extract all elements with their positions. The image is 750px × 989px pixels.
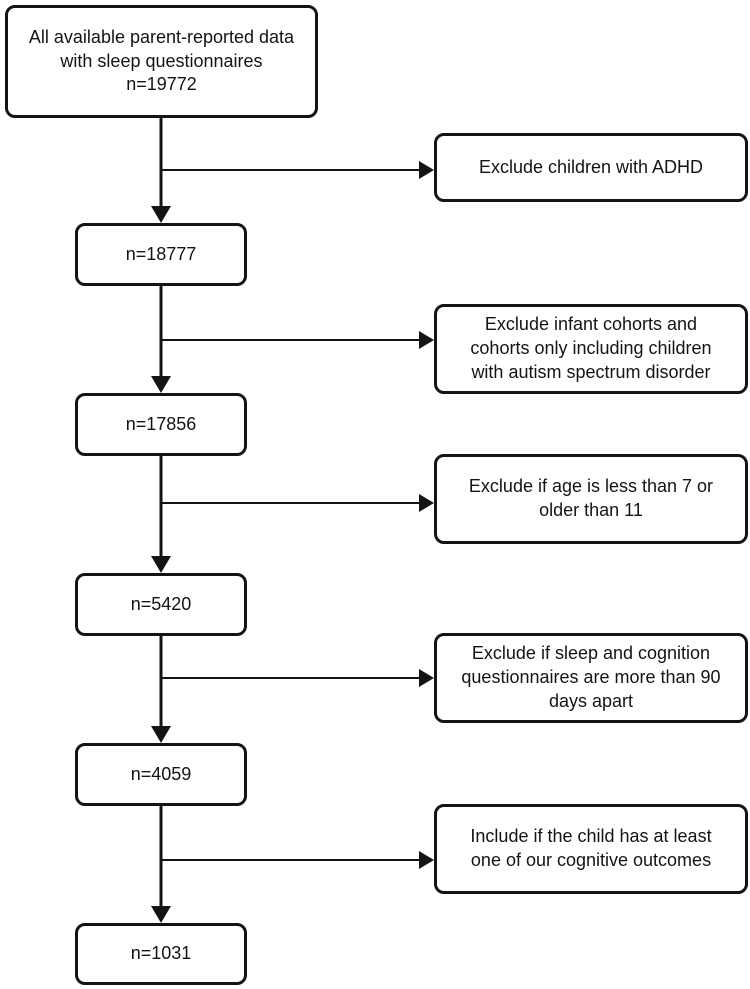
box-n5420: n=5420: [75, 573, 247, 636]
box-n17856: n=17856: [75, 393, 247, 456]
arrowhead-right-exclude-90days: [419, 669, 434, 687]
arrowhead-right-include-cognitive: [419, 851, 434, 869]
arrowhead-right-exclude-infant-asd: [419, 331, 434, 349]
arrowhead-down-step4: [151, 556, 171, 573]
box-exclude-age: Exclude if age is less than 7 or older t…: [434, 454, 748, 544]
box-exclude-adhd: Exclude children with ADHD: [434, 133, 748, 202]
box-n4059: n=4059: [75, 743, 247, 806]
arrowhead-down-step3: [151, 376, 171, 393]
box-exclude-infant-asd: Exclude infant cohorts and cohorts only …: [434, 304, 748, 394]
box-n1031: n=1031: [75, 923, 247, 985]
arrowhead-right-exclude-age: [419, 494, 434, 512]
box-n18777: n=18777: [75, 223, 247, 286]
arrowhead-down-step6: [151, 906, 171, 923]
arrowhead-down-step5: [151, 726, 171, 743]
box-total-sample: All available parent-reported data with …: [5, 5, 318, 118]
arrowhead-down-step2: [151, 206, 171, 223]
box-exclude-90days: Exclude if sleep and cognition questionn…: [434, 633, 748, 723]
box-include-cognitive: Include if the child has at least one of…: [434, 804, 748, 894]
arrowhead-right-exclude-adhd: [419, 161, 434, 179]
